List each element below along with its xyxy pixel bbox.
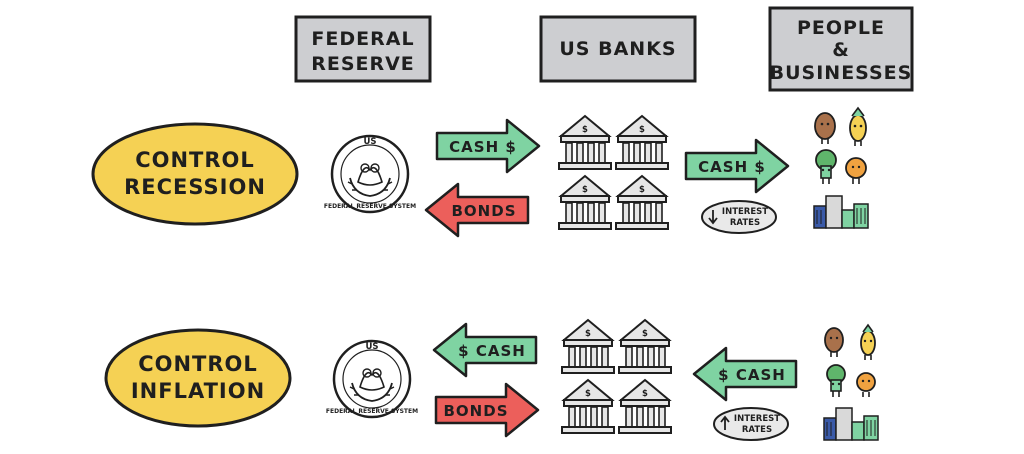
- bank-icon: $: [615, 115, 669, 170]
- potato-character-icon: [824, 327, 844, 357]
- arrow-down-icon: [708, 210, 718, 225]
- cash-to-people-label: CASH $: [698, 158, 766, 176]
- bank-symbol: $: [582, 185, 588, 195]
- interest-label-line2: RATES: [730, 218, 760, 228]
- bank-icon: $: [561, 319, 615, 374]
- seal-ring-text: FEDERAL RESERVE SYSTEM: [324, 203, 416, 210]
- inflation-pill: CONTROL INFLATION: [104, 328, 292, 428]
- cash-arrow-right-icon: CASH $: [684, 138, 790, 194]
- seal-top-text: US: [365, 342, 378, 352]
- potato-character-icon: [814, 112, 836, 144]
- bank-symbol: $: [642, 389, 648, 399]
- bank-symbol: $: [639, 185, 645, 195]
- header-us-banks-label: US BANKS: [559, 38, 676, 60]
- bank-icon: $: [558, 115, 612, 170]
- seal-top-text: US: [363, 137, 376, 147]
- people-group: [823, 323, 879, 441]
- broccoli-character-icon: [815, 149, 837, 184]
- bonds-arrow-label: BONDS: [444, 402, 509, 420]
- bank-symbol: $: [585, 389, 591, 399]
- cash-arrow-left-icon: $ CASH: [692, 346, 798, 402]
- header-people-line1: PEOPLE: [797, 17, 885, 39]
- cash-arrow-right-icon: CASH $: [435, 118, 541, 174]
- bank-icon: $: [558, 175, 612, 230]
- bank-icon: $: [618, 319, 672, 374]
- banks-group: $ $ $ $: [558, 115, 669, 230]
- row-inflation: CONTROL INFLATION US FEDERAL RESERVE SYS…: [104, 319, 879, 441]
- bank-symbol: $: [582, 125, 588, 135]
- header-us-banks: US BANKS: [539, 15, 697, 83]
- bonds-arrow-label: BONDS: [452, 202, 517, 220]
- interest-label-line2: RATES: [742, 425, 772, 435]
- recession-label-line2: RECESSION: [124, 175, 266, 199]
- arrow-up-icon: [720, 415, 730, 430]
- header-people-line2: &: [832, 39, 850, 61]
- fed-seal-icon: US FEDERAL RESERVE SYSTEM: [324, 134, 416, 214]
- bank-icon: $: [561, 379, 615, 434]
- bonds-arrow-right-icon: BONDS: [434, 382, 540, 438]
- bank-symbol: $: [585, 329, 591, 339]
- bank-icon: $: [615, 175, 669, 230]
- header-federal-reserve-line1: FEDERAL: [311, 28, 414, 50]
- inflation-label-line1: CONTROL: [138, 352, 258, 376]
- banks-group: $ $ $ $: [561, 319, 672, 434]
- cash-from-people-label: $ CASH: [718, 366, 786, 384]
- fed-seal-icon: US FEDERAL RESERVE SYSTEM: [326, 339, 418, 419]
- cash-arrow-label: CASH $: [449, 138, 517, 156]
- bank-icon: $: [618, 379, 672, 434]
- row-recession: CONTROL RECESSION US FEDERAL RESERVE SYS…: [91, 106, 869, 238]
- interest-rates-badge: INTEREST RATES: [701, 200, 777, 234]
- recession-label-line1: CONTROL: [135, 148, 255, 172]
- orange-character-icon: [845, 157, 867, 184]
- header-federal-reserve: FEDERAL RESERVE: [294, 15, 432, 83]
- city-buildings-icon: [823, 407, 879, 441]
- bonds-arrow-left-icon: BONDS: [424, 182, 530, 238]
- interest-label-line1: INTEREST: [722, 207, 768, 217]
- header-people-businesses: PEOPLE & BUSINESSES: [768, 6, 914, 92]
- header-people-line3: BUSINESSES: [770, 62, 913, 84]
- people-group: [813, 106, 869, 229]
- cash-arrow-label: $ CASH: [458, 342, 526, 360]
- inflation-label-line2: INFLATION: [131, 379, 265, 403]
- cash-arrow-left-icon: $ CASH: [432, 322, 538, 378]
- city-buildings-icon: [813, 195, 869, 229]
- pineapple-character-icon: [849, 106, 867, 146]
- bank-symbol: $: [642, 329, 648, 339]
- orange-character-icon: [856, 372, 876, 397]
- interest-label-line1: INTEREST: [734, 414, 780, 424]
- recession-pill: CONTROL RECESSION: [91, 122, 299, 226]
- seal-ring-text: FEDERAL RESERVE SYSTEM: [326, 408, 418, 415]
- header-federal-reserve-line2: RESERVE: [311, 53, 415, 75]
- bank-symbol: $: [639, 125, 645, 135]
- broccoli-character-icon: [826, 364, 846, 397]
- pineapple-character-icon: [860, 323, 876, 360]
- interest-rates-badge: INTEREST RATES: [713, 407, 789, 441]
